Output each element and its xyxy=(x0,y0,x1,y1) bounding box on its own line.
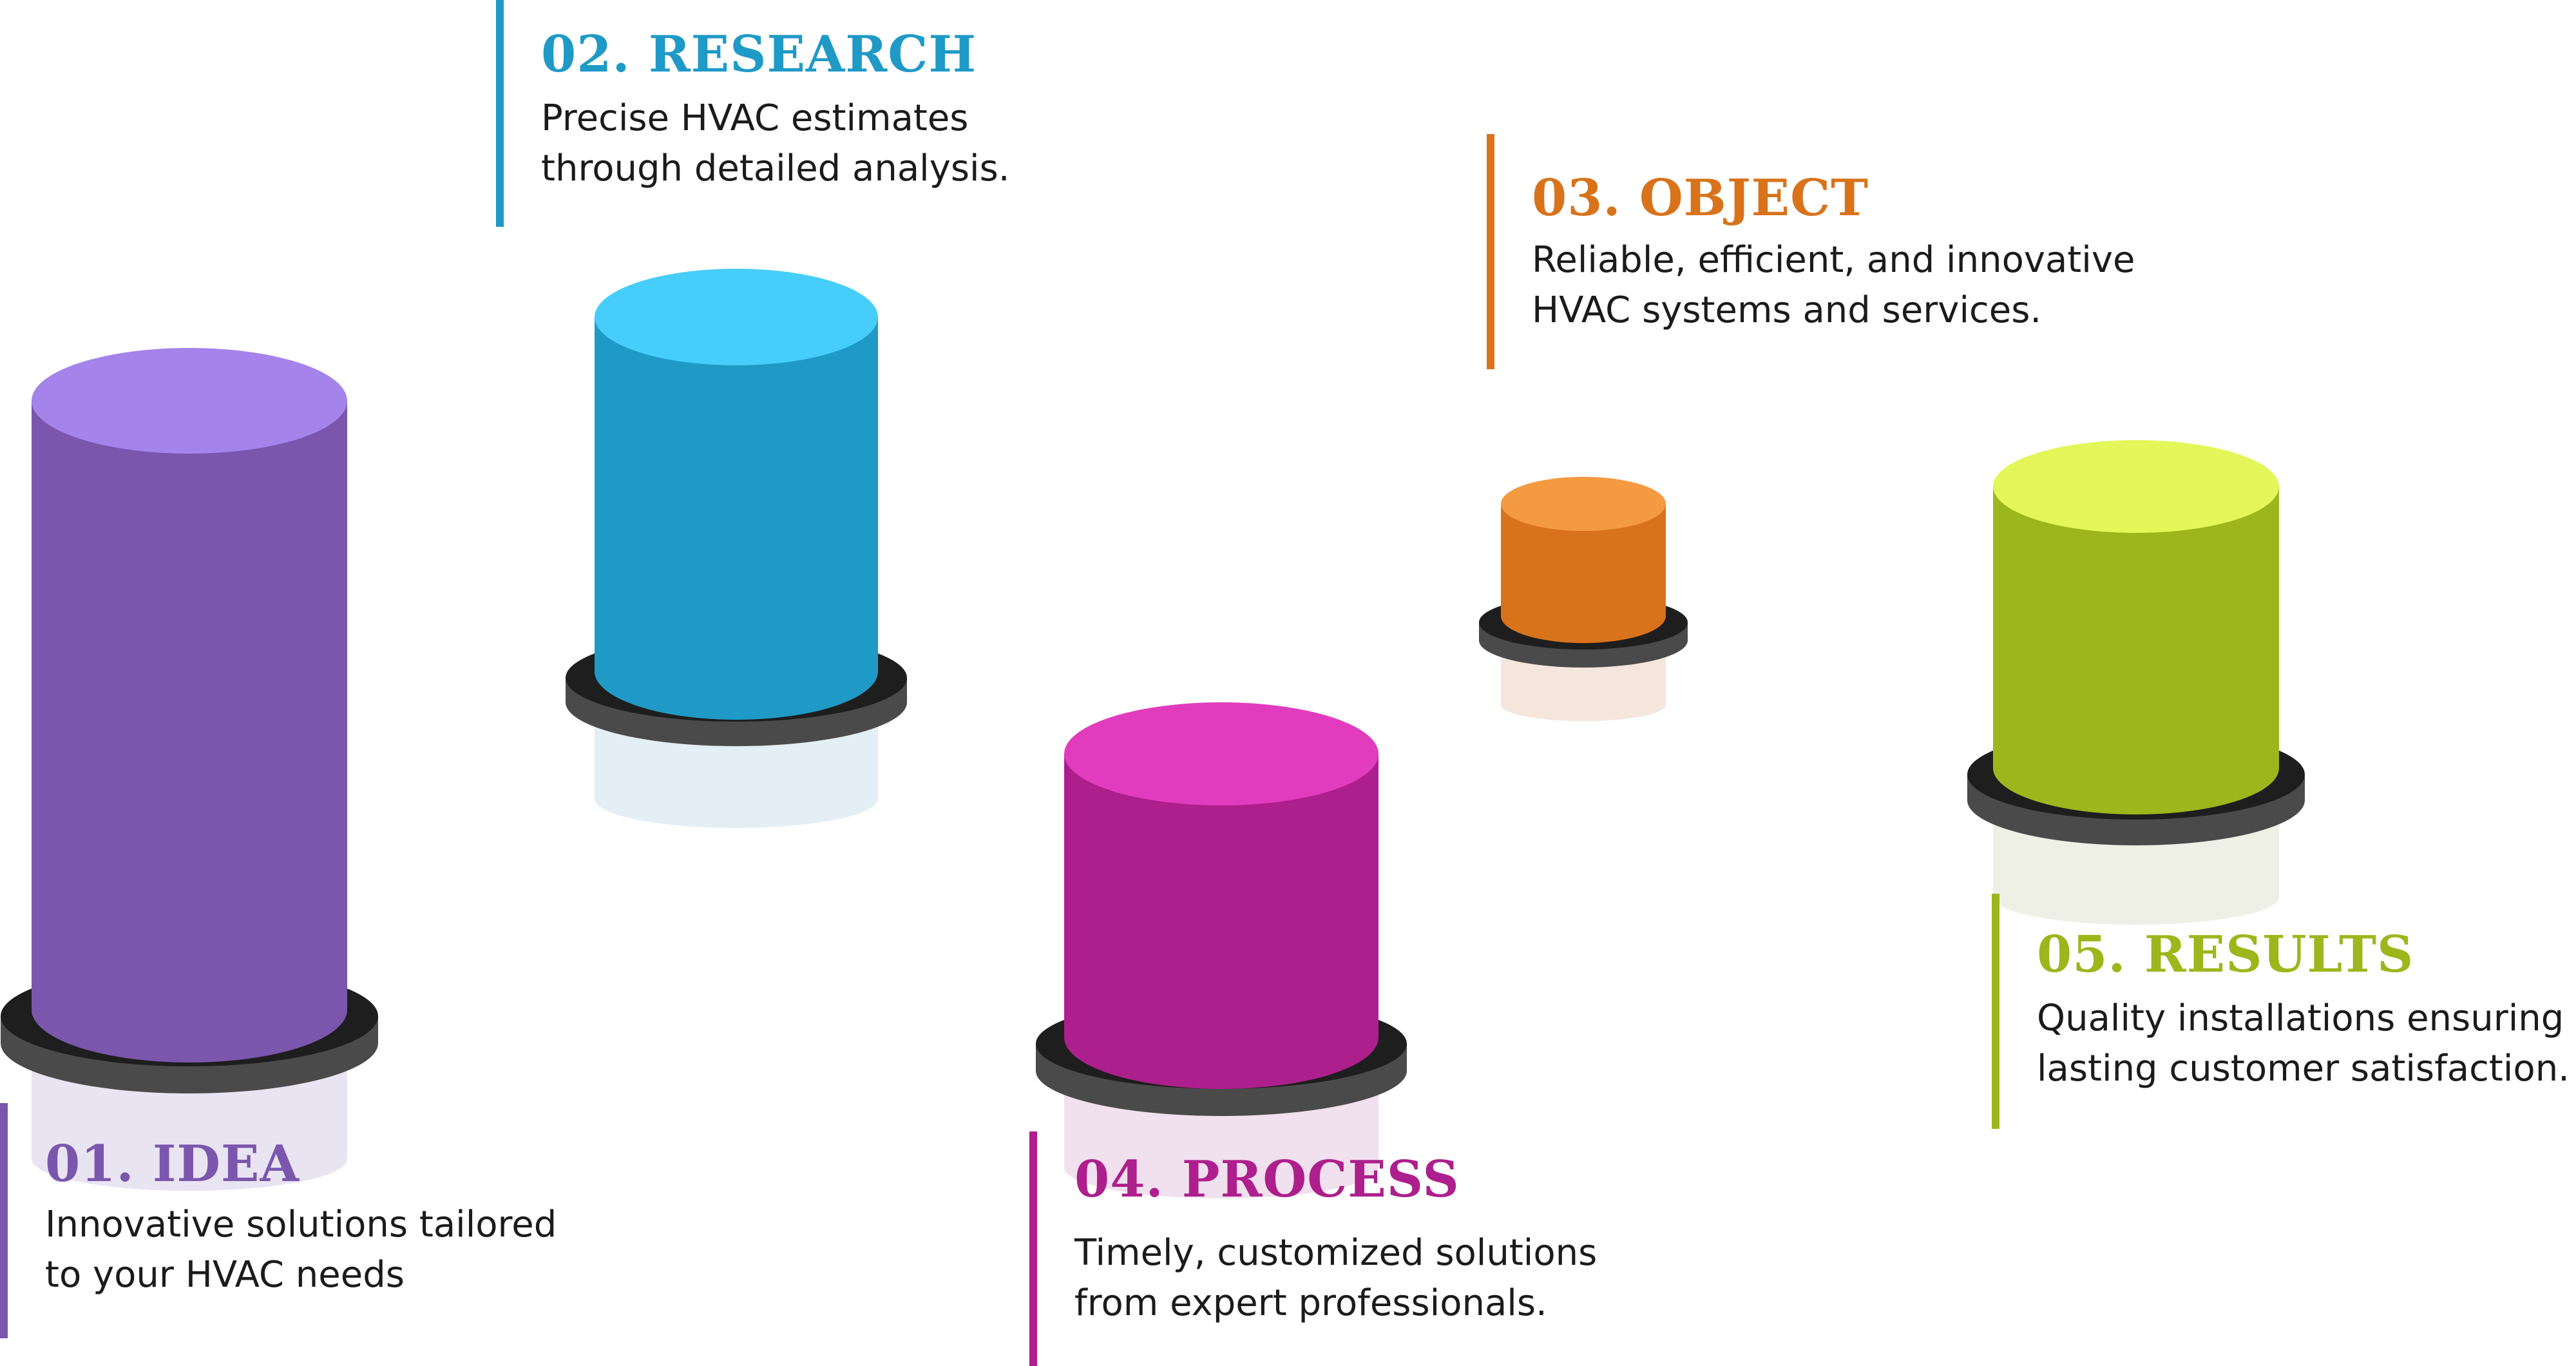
cylinder-body xyxy=(1993,486,2279,814)
step-description: Quality installations ensuring lasting c… xyxy=(2037,997,2570,1090)
cylinder-top xyxy=(1501,477,1666,531)
step-accent-bar xyxy=(0,1103,8,1338)
cylinder-results xyxy=(1967,440,2305,925)
cylinder-top xyxy=(595,269,878,365)
step-accent-bar xyxy=(1487,134,1494,369)
step-title: 02. RESEARCH xyxy=(541,25,977,84)
cylinder-body xyxy=(32,401,347,1063)
step-idea: 01. IDEA Innovative solutions tailored t… xyxy=(0,1103,580,1348)
cylinder-top xyxy=(1064,702,1379,805)
step-object: 03. OBJECT Reliable, efficient, and inno… xyxy=(1487,134,2260,372)
cylinder-process xyxy=(1036,702,1407,1198)
step-results: 05. RESULTS Quality installations ensuri… xyxy=(1992,894,2576,1132)
step-process: 04. PROCESS Timely, customized solutions… xyxy=(1029,1131,1674,1366)
cylinder-research xyxy=(566,269,907,828)
step-accent-bar xyxy=(1029,1131,1037,1366)
cylinder-body xyxy=(1064,754,1379,1089)
step-title: 04. PROCESS xyxy=(1074,1150,1460,1209)
step-description: Innovative solutions tailored to your HV… xyxy=(45,1204,557,1296)
step-description: Precise HVAC estimates through detailed … xyxy=(541,97,1010,189)
cylinder-body xyxy=(1501,504,1666,643)
step-description: Reliable, efficient, and innovative HVAC… xyxy=(1532,239,2135,331)
cylinder-body xyxy=(595,317,878,720)
cylinder-idea xyxy=(1,348,378,1191)
step-accent-bar xyxy=(1992,894,1999,1129)
cylinder-object xyxy=(1479,477,1688,722)
step-description: Timely, customized solutions from expert… xyxy=(1074,1232,1598,1324)
step-title: 01. IDEA xyxy=(45,1135,300,1193)
step-accent-bar xyxy=(496,0,504,227)
cylinder-top xyxy=(1993,440,2279,533)
step-title: 03. OBJECT xyxy=(1532,169,1869,227)
step-title: 05. RESULTS xyxy=(2037,925,2414,984)
cylinder-top xyxy=(32,348,347,454)
step-research: 02. RESEARCH Precise HVAC estimates thro… xyxy=(496,0,1140,232)
